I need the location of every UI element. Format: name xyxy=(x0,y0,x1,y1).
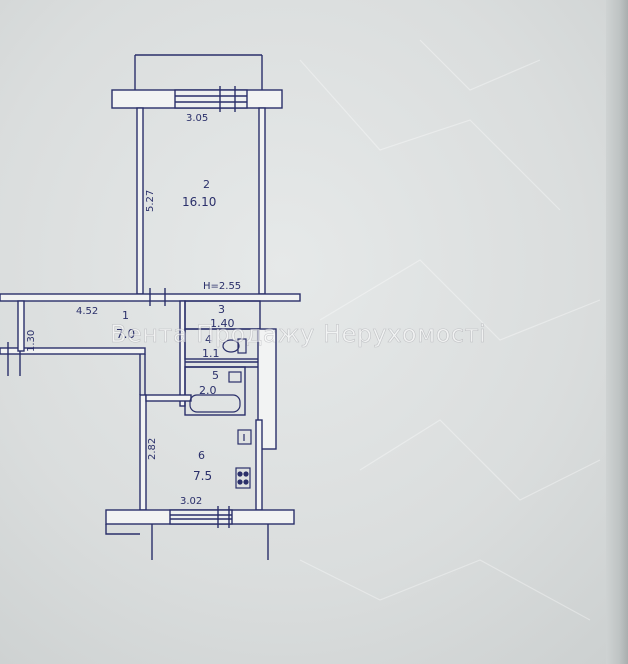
room-5-number: 5 xyxy=(212,369,219,382)
room-5-area: 2.0 xyxy=(199,384,217,397)
room-2-length-dimension: 5.27 xyxy=(145,190,156,212)
corridor-width-dimension: 1.30 xyxy=(26,330,37,352)
room-6-number: 6 xyxy=(198,449,205,462)
kitchen-sink-icon xyxy=(237,429,252,445)
room-2-area: 16.10 xyxy=(182,195,216,209)
room-1-number: 1 xyxy=(122,309,129,322)
fixtures xyxy=(189,338,252,489)
watermark-text: Вента Продажу Нерухомості xyxy=(110,320,486,348)
sink-icon xyxy=(228,371,242,383)
kitchen-length-dimension: 2.82 xyxy=(147,438,158,460)
bathtub-icon xyxy=(189,394,241,413)
room-4-number: 4 xyxy=(205,333,212,346)
room-3-area: 1.40 xyxy=(210,317,235,330)
room-1-area: 7.0 xyxy=(116,327,135,341)
room-2-number: 2 xyxy=(203,178,210,191)
walls xyxy=(0,54,301,560)
stove-icon xyxy=(235,467,251,489)
toilet-icon xyxy=(222,339,240,353)
kitchen-width-dimension: 3.02 xyxy=(180,496,202,507)
room-4-area: 1.1 xyxy=(202,347,220,360)
paper-edge-shadow xyxy=(606,0,628,664)
room-2-width-dimension: 3.05 xyxy=(186,113,208,124)
room-3-number: 3 xyxy=(218,303,225,316)
corridor-length-dimension: 4.52 xyxy=(76,306,98,317)
room-6-area: 7.5 xyxy=(193,469,212,483)
ceiling-height-label: H=2.55 xyxy=(203,281,241,292)
paper-texture xyxy=(299,39,601,621)
toilet-tank-icon xyxy=(237,338,247,354)
